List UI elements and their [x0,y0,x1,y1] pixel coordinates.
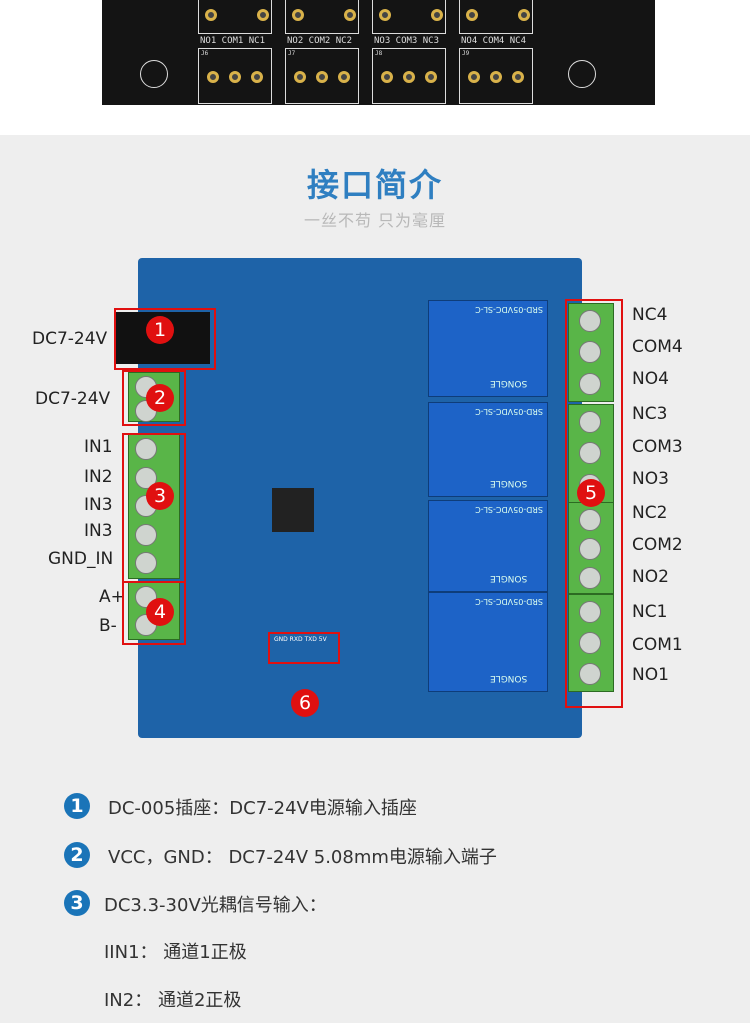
channel-silk-label: NO2 COM2 NC2 [287,36,353,46]
chip [272,488,314,532]
relay-model: SRD-05VDC-SL-C [475,597,543,606]
description-number-1: 1 [64,793,90,819]
ref-label: J6 [201,50,209,57]
description-number-2: 2 [64,842,90,868]
terminal-footprint: J7 [285,48,359,104]
relay-brand: SONGLE [489,378,527,388]
footprint-top [459,0,533,34]
right-pin-label: NC4 [632,305,668,325]
left-pin-label: IN1 [84,437,113,457]
description-line: IN2： 通道2正极 [104,990,242,1011]
terminal-footprint: J6 [198,48,272,104]
highlight-box [565,299,623,708]
mount-hole [568,60,596,88]
left-pin-label: DC7-24V [35,389,111,409]
mount-hole [140,60,168,88]
description-line: DC-005插座：DC7-24V电源输入插座 [108,798,417,819]
header-pins-label: GND RXD TXD 5V [274,636,327,643]
marker-1: 1 [146,316,174,344]
relay-model: SRD-05VDC-SL-C [475,505,543,514]
marker-2: 2 [146,384,174,412]
section-subtitle: 一丝不苟 只为毫厘 [303,211,447,230]
left-pin-label: DC7-24V [32,329,108,349]
footprint-top [198,0,272,34]
highlight-box [122,370,186,426]
left-pin-label: A+ [99,587,125,607]
footprint-top [285,0,359,34]
section-title: 接口简介 [306,166,443,204]
right-pin-label: NC3 [632,404,668,424]
ref-label: J8 [375,50,383,57]
relay: SRD-05VDC-SL-C SONGLE [428,500,548,592]
left-pin-label: B- [99,616,117,636]
footprint-top [372,0,446,34]
relay-terminal-block [568,502,614,594]
terminal-footprint: J8 [372,48,446,104]
left-pin-label: IN3 [84,495,113,515]
description-line: IIN1： 通道1正极 [104,942,247,963]
marker-5: 5 [577,479,605,507]
right-pin-label: COM4 [632,337,683,357]
left-pin-label: GND_IN [48,549,114,569]
relay-terminal-block [568,303,614,402]
channel-silk-label: NO3 COM3 NC3 [374,36,440,46]
relay-brand: SONGLE [489,573,527,583]
input-terminal-block [128,434,180,579]
right-pin-label: NC2 [632,503,668,523]
highlight-box [122,581,186,645]
left-pin-label: IN2 [84,467,113,487]
channel-silk-label: NO1 COM1 NC1 [200,36,266,46]
relay-brand: SONGLE [489,478,527,488]
description-line: DC3.3-30V光耦信号输入： [104,895,327,916]
relay-terminal-block [568,594,614,692]
description-number-3: 3 [64,890,90,916]
right-pin-label: COM2 [632,535,683,555]
right-pin-label: COM1 [632,635,683,655]
terminal-footprint: J9 [459,48,533,104]
channel-silk-label: NO4 COM4 NC4 [461,36,527,46]
marker-3: 3 [146,482,174,510]
relay: SRD-05VDC-SL-C SONGLE [428,300,548,397]
right-pin-label: NO4 [632,369,669,389]
right-pin-label: NO2 [632,567,669,587]
relay-model: SRD-05VDC-SL-C [475,305,543,314]
highlight-box [268,632,340,664]
relay-brand: SONGLE [489,673,527,683]
ref-label: J9 [462,50,470,57]
left-pin-label: IN3 [84,521,113,541]
relay-model: SRD-05VDC-SL-C [475,407,543,416]
relay: SRD-05VDC-SL-C SONGLE [428,402,548,497]
right-pin-label: COM3 [632,437,683,457]
description-line: VCC，GND： DC7-24V 5.08mm电源输入端子 [108,847,497,868]
marker-4: 4 [146,598,174,626]
right-pin-label: NO1 [632,665,669,685]
right-pin-label: NO3 [632,469,669,489]
ref-label: J7 [288,50,296,57]
relay: SRD-05VDC-SL-C SONGLE [428,592,548,692]
marker-6: 6 [291,689,319,717]
highlight-box [114,308,216,370]
right-pin-label: NC1 [632,602,668,622]
